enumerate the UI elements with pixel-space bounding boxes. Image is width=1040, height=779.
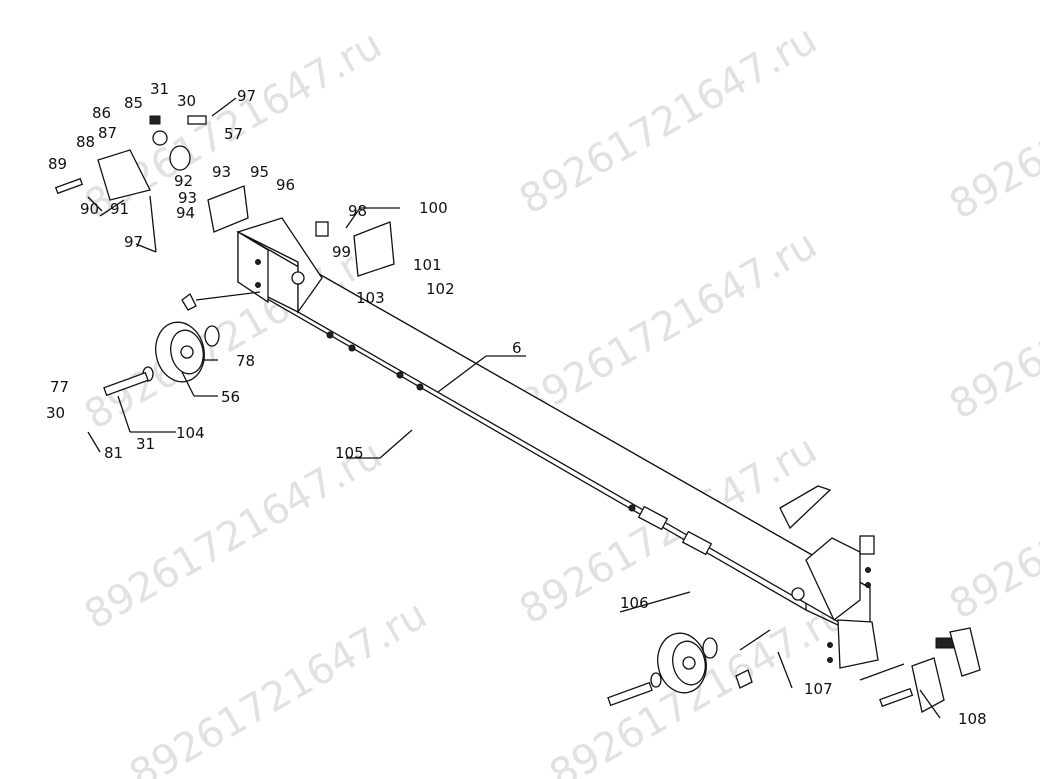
label-81: 81 <box>104 444 123 462</box>
label-30: 30 <box>46 404 65 422</box>
right-pulley <box>607 629 771 707</box>
label-30: 30 <box>177 92 196 110</box>
label-97: 97 <box>124 233 143 251</box>
label-106: 106 <box>620 594 649 612</box>
label-86: 86 <box>92 104 111 122</box>
label-6: 6 <box>512 339 522 357</box>
left-end-bracket <box>236 217 323 315</box>
label-57: 57 <box>224 125 243 143</box>
main-beam <box>237 230 871 642</box>
label-99: 99 <box>332 243 351 261</box>
watermark: 89261721647.ru <box>122 592 435 779</box>
label-92: 92 <box>174 172 193 190</box>
top-left-mechanism <box>54 115 395 277</box>
label-97: 97 <box>237 87 256 105</box>
label-102: 102 <box>426 280 455 298</box>
label-90: 90 <box>80 200 99 218</box>
label-91: 91 <box>110 200 129 218</box>
label-31: 31 <box>136 435 155 453</box>
label-85: 85 <box>124 94 143 112</box>
leader-lines <box>87 97 941 719</box>
label-98: 98 <box>348 202 367 220</box>
watermark: 89261721647.ru <box>942 422 1040 629</box>
label-107: 107 <box>804 680 833 698</box>
watermark: 89261721647.ru <box>512 17 825 224</box>
right-mechanism <box>859 627 981 713</box>
right-end-bracket <box>779 485 879 669</box>
label-108: 108 <box>958 710 987 728</box>
watermark: 89261721647.ru <box>512 222 825 429</box>
label-31: 31 <box>150 80 169 98</box>
watermark: 89261721647.ru <box>942 222 1040 429</box>
label-78: 78 <box>236 352 255 370</box>
label-95: 95 <box>250 163 269 181</box>
left-pulley <box>103 291 261 397</box>
label-93: 93 <box>178 189 197 207</box>
label-104: 104 <box>176 424 205 442</box>
part-labels: 31 85 30 97 86 57 87 88 93 89 92 93 90 9… <box>46 80 987 728</box>
label-93: 93 <box>212 163 231 181</box>
label-88: 88 <box>76 133 95 151</box>
label-105: 105 <box>335 444 364 462</box>
label-56: 56 <box>221 388 240 406</box>
watermark: 89261721647.ru <box>77 432 390 639</box>
label-101: 101 <box>413 256 442 274</box>
label-103: 103 <box>356 289 385 307</box>
watermark: 89261721647.ru <box>942 22 1040 229</box>
label-100: 100 <box>419 199 448 217</box>
label-94: 94 <box>176 204 195 222</box>
label-89: 89 <box>48 155 67 173</box>
label-77: 77 <box>50 378 69 396</box>
label-87: 87 <box>98 124 117 142</box>
label-96: 96 <box>276 176 295 194</box>
